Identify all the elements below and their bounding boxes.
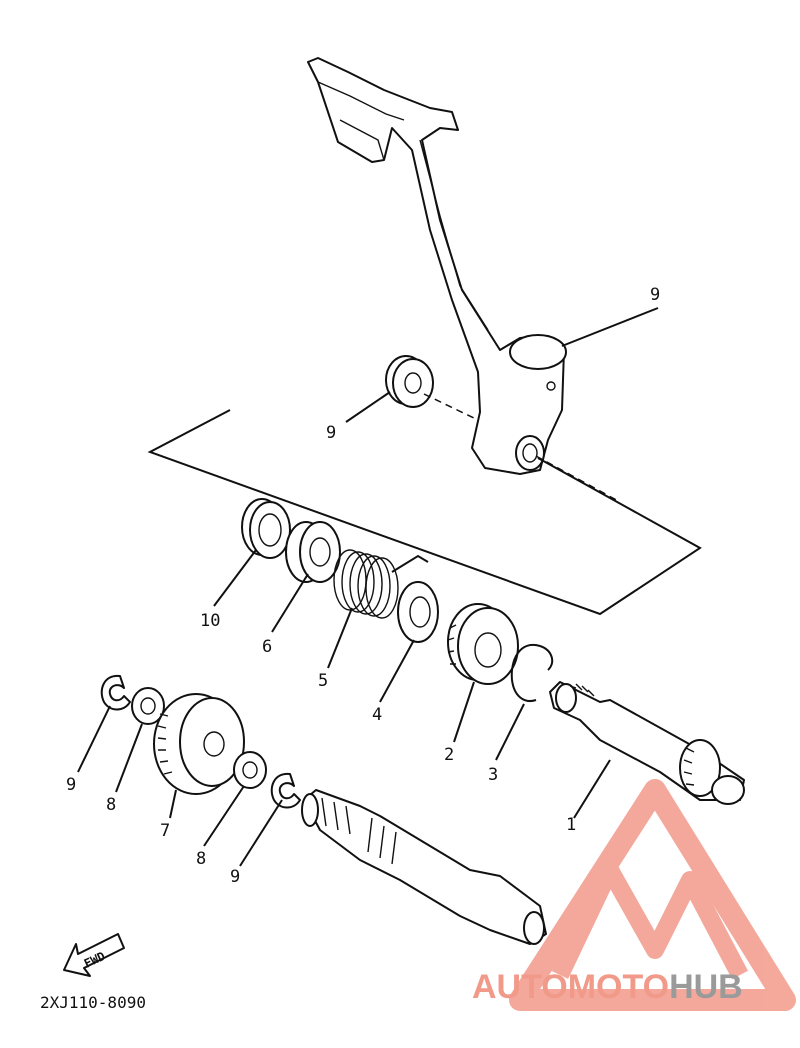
watermark-text-primary: AUTOMOTO: [472, 968, 669, 1006]
clip-3: [510, 643, 554, 702]
callout-5: 5: [318, 671, 328, 691]
washer-8a: [131, 687, 165, 725]
circlip-9a: [100, 674, 131, 711]
callout-8-right: 8: [196, 849, 206, 869]
ratchet-wheel-2: [447, 603, 519, 685]
callout-2: 2: [444, 745, 454, 765]
callout-1: 1: [566, 815, 576, 835]
leader-lines: [77, 307, 659, 867]
diagram-code: 2XJ110-8090: [40, 993, 146, 1012]
watermark-text-secondary: HUB: [669, 968, 743, 1006]
callout-7: 7: [160, 821, 170, 841]
callout-9-right: 9: [230, 867, 240, 887]
fwd-arrow-icon: FWD: [63, 933, 125, 977]
callout-12: 10: [200, 611, 220, 631]
assembly-outline: [147, 409, 702, 616]
callout-11: 9: [326, 423, 336, 443]
callout-6: 6: [262, 637, 272, 657]
washer-8b: [233, 751, 267, 789]
callout-10: 9: [650, 285, 660, 305]
watermark-logo-icon: [509, 779, 796, 1011]
oil-seal-12: [241, 498, 291, 559]
secondary-shaft: [301, 789, 547, 945]
callout-4: 4: [372, 705, 382, 725]
washer-11: [385, 355, 434, 408]
spring-guide-6: [285, 521, 341, 583]
circlip-9b: [270, 772, 301, 809]
callout-8-left: 8: [106, 795, 116, 815]
torsion-spring-5: [333, 549, 429, 619]
callout-3: 3: [488, 765, 498, 785]
washer-4: [397, 581, 439, 643]
kick-lever: [307, 57, 567, 475]
callout-9-left-vis: 9: [66, 775, 76, 795]
idler-gear-7: [153, 693, 245, 795]
watermark-text: AUTOMOTOHUB: [472, 968, 743, 1006]
kick-shaft-1: [549, 681, 745, 805]
